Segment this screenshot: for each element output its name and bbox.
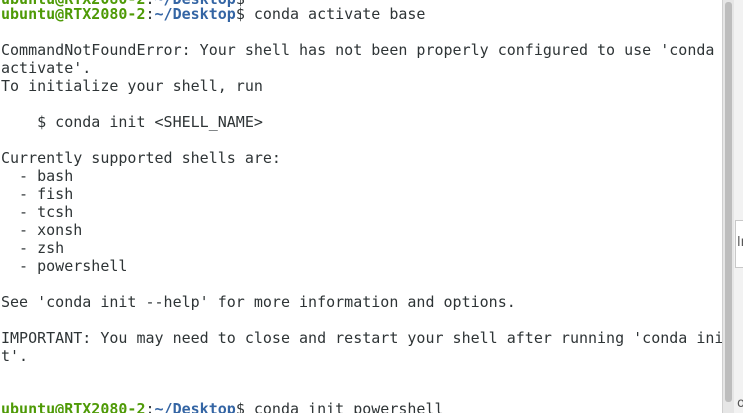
prompt-path: ~/Desktop [155, 0, 236, 8]
prompt-symbol: $ [236, 0, 254, 8]
prompt-user-host: ubuntu@RTX2080-2 [1, 5, 146, 23]
output-line: - xonsh [1, 221, 83, 239]
background-window-text: ol [737, 396, 743, 411]
prompt-separator: : [145, 400, 155, 413]
output-line: activate'. [1, 59, 92, 77]
previous-prompt-line: ubuntu@RTX2080-2:~/Desktop$ [1, 0, 254, 8]
next-prompt-line: ubuntu@RTX2080-2:~/Desktop$ conda init p… [1, 400, 444, 413]
output-line: To initialize your shell, run [1, 77, 263, 95]
output-line: - fish [1, 185, 74, 203]
prompt-separator: : [146, 0, 155, 8]
prompt-path: ~/Desktop [154, 5, 236, 23]
prompt-line: ubuntu@RTX2080-2:~/Desktop$ conda activa… [1, 5, 425, 23]
output-line: Currently supported shells are: [1, 149, 281, 167]
output-line: CommandNotFoundError: Your shell has not… [1, 41, 715, 59]
output-line: - powershell [1, 257, 128, 275]
vertical-scrollbar[interactable] [722, 0, 734, 413]
terminal-window[interactable]: ubuntu@RTX2080-2:~/Desktop$ ubuntu@RTX20… [0, 0, 722, 413]
scrollbar-thumb[interactable] [725, 2, 732, 402]
command-text: conda init powershell [253, 400, 444, 413]
output-line: $ conda init <SHELL_NAME> [1, 113, 263, 131]
prompt-separator: : [145, 5, 155, 23]
background-window-panel [735, 220, 743, 268]
background-window[interactable] [734, 0, 743, 413]
prompt-symbol: $ [235, 5, 254, 23]
output-line: - zsh [1, 239, 65, 257]
output-line: - bash [1, 167, 74, 185]
output-line: t'. [1, 347, 29, 365]
command-text: conda activate base [253, 5, 426, 23]
prompt-user-host: ubuntu@RTX2080-2 [1, 0, 146, 8]
prompt-path: ~/Desktop [154, 400, 236, 413]
prompt-user-host: ubuntu@RTX2080-2 [1, 400, 146, 413]
output-line: IMPORTANT: You may need to close and res… [1, 329, 722, 347]
output-line: - tcsh [1, 203, 74, 221]
prompt-symbol: $ [235, 400, 254, 413]
background-window-text: lr [737, 235, 743, 250]
output-line: See 'conda init --help' for more informa… [1, 293, 516, 311]
